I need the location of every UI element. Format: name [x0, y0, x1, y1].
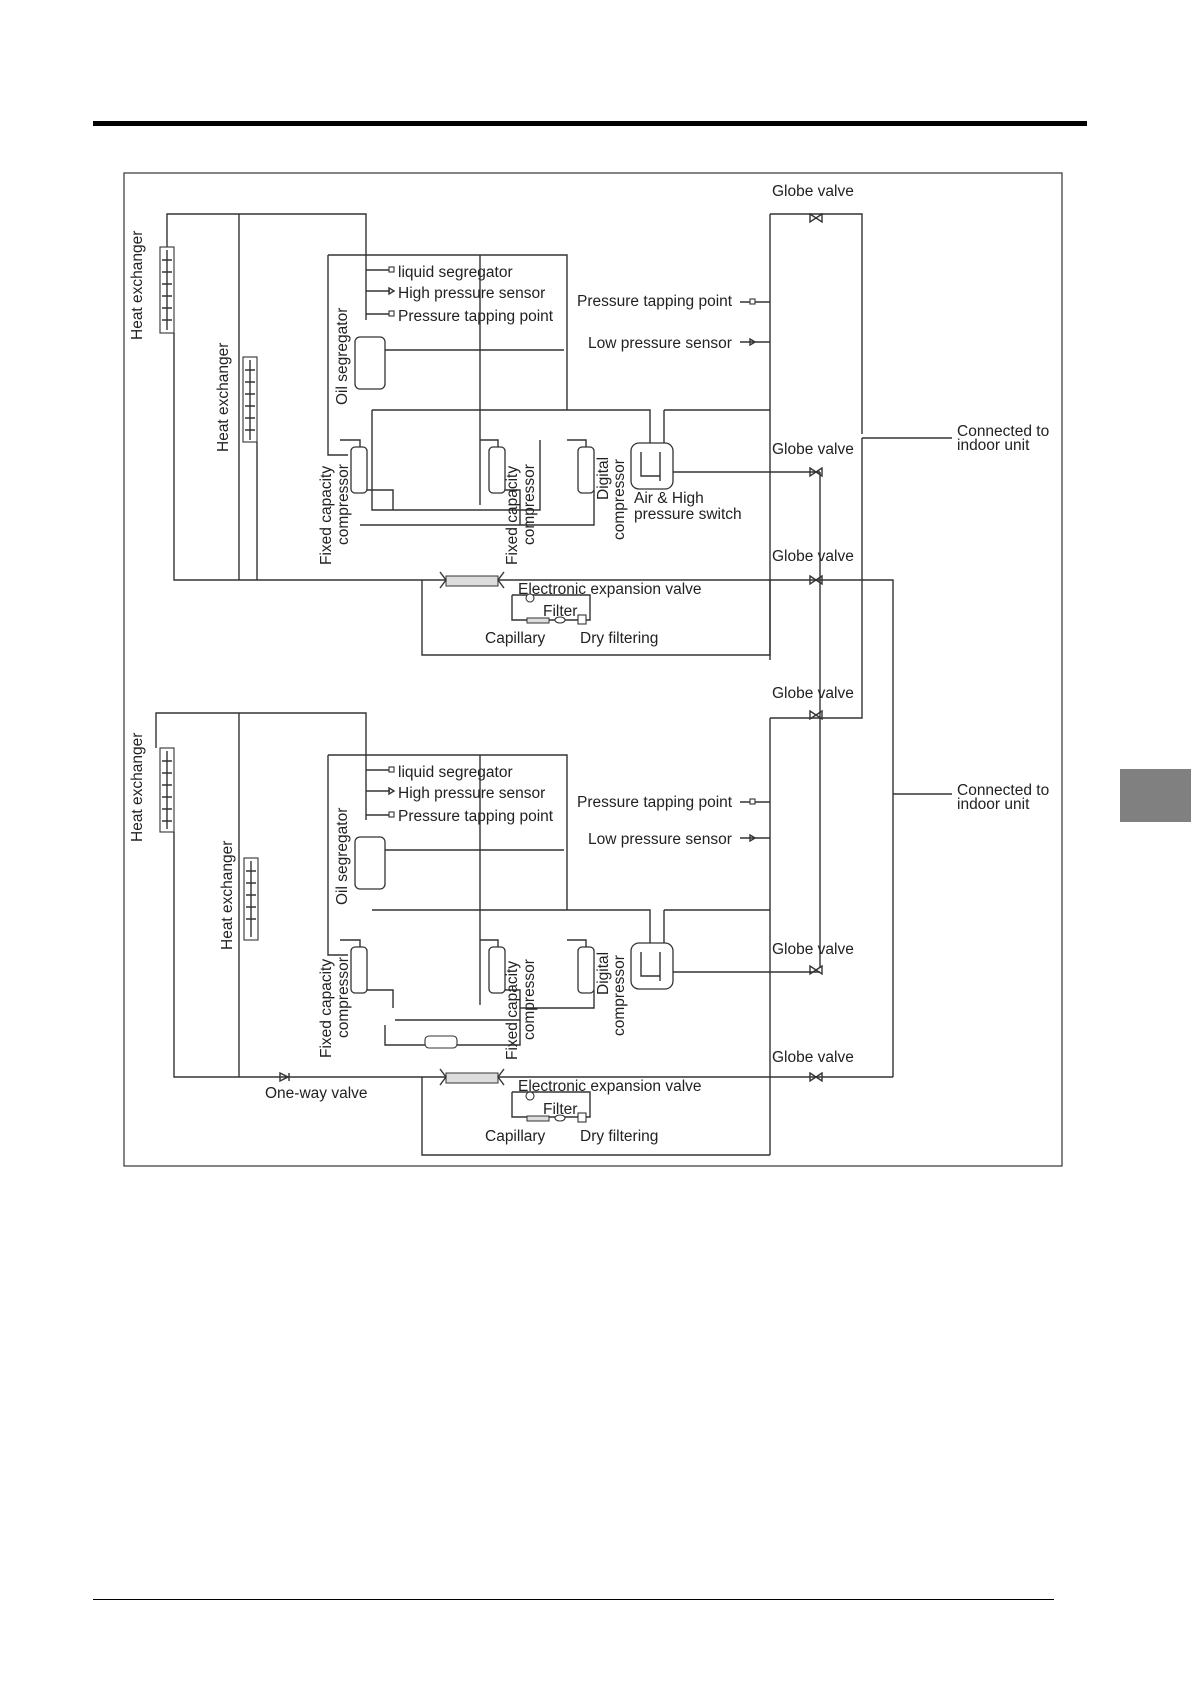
air-high-pressure-switch [630, 942, 674, 990]
air-high-pressure-switch-label: pressure switch [634, 506, 742, 523]
heat-exchanger-coil [159, 246, 175, 334]
heat-exchanger-label: Heat exchanger [129, 231, 146, 340]
fixed-capacity-compressor-label: compressor [335, 464, 352, 545]
globe-valve-label: Globe valve [772, 548, 854, 565]
fixed-capacity-compressor-label: Fixed capacity [318, 959, 335, 1058]
connected-indoor-label: indoor unit [957, 437, 1030, 454]
eev-label: Electronic expansion valve [518, 1078, 702, 1095]
pressure-tapping-point-label: Pressure tapping point [398, 308, 554, 325]
header-rule [93, 121, 1087, 126]
filter-label: Filter [543, 603, 577, 620]
section-tab [1120, 769, 1191, 822]
heat-exchanger-label: Heat exchanger [219, 841, 236, 950]
globe-valve [809, 709, 823, 721]
globe-valve [809, 212, 823, 224]
pressure-tapping-point-label: Pressure tapping point [577, 293, 733, 310]
dry-filtering-label: Dry filtering [580, 630, 658, 647]
capillary-label: Capillary [485, 1128, 546, 1145]
heat-exchanger-coil [243, 857, 259, 941]
fixed-capacity-compressor-label: compressor [521, 464, 538, 545]
oil-segregator [354, 336, 386, 390]
digital-compressor-label: Digital [595, 952, 612, 995]
connected-indoor-label: Connected to [957, 782, 1049, 799]
fixed-capacity-compressor [350, 446, 368, 494]
one-way-valve-label: One-way valve [265, 1085, 368, 1102]
oil-segregator-label: Oil segregator [334, 808, 351, 905]
liquid-segregator-label: liquid segregator [398, 264, 513, 281]
digital-compressor [577, 446, 595, 494]
fixed-capacity-compressor-label: compressor [521, 959, 538, 1040]
electronic-expansion-valve [445, 1072, 499, 1084]
fixed-capacity-compressor-label: Fixed capacity [504, 961, 521, 1060]
fixed-capacity-compressor-label: Fixed capacity [318, 466, 335, 565]
digital-compressor-label: Digital [595, 457, 612, 500]
digital-compressor-label: compressor [611, 459, 628, 540]
low-pressure-sensor-label: Low pressure sensor [588, 335, 732, 352]
globe-valve [809, 466, 823, 478]
globe-valve-label: Globe valve [772, 1049, 854, 1066]
eev-label: Electronic expansion valve [518, 581, 702, 598]
unit-bottom: Heat exchanger Heat exchanger One-way va… [129, 438, 1049, 1156]
oil-segregator-label: Oil segregator [334, 308, 351, 405]
digital-compressor [577, 946, 595, 994]
heat-exchanger-coil [159, 747, 175, 833]
digital-compressor-label: compressor [611, 955, 628, 1036]
pressure-tapping-point-label: Pressure tapping point [577, 794, 733, 811]
globe-valve-label: Globe valve [772, 183, 854, 200]
fixed-capacity-compressor [488, 446, 506, 494]
electronic-expansion-valve [445, 575, 499, 587]
heat-exchanger-coil [242, 356, 258, 443]
pressure-tapping-point-label: Pressure tapping point [398, 808, 554, 825]
fixed-capacity-compressor [488, 946, 506, 994]
globe-valve-label: Globe valve [772, 941, 854, 958]
high-pressure-sensor-label: High pressure sensor [398, 285, 545, 302]
heat-exchanger-label: Heat exchanger [215, 343, 232, 452]
fixed-capacity-compressor-label: compressor [335, 957, 352, 1038]
globe-valve-label: Globe valve [772, 441, 854, 458]
air-high-pressure-switch [630, 442, 674, 490]
globe-valve-label: Globe valve [772, 685, 854, 702]
low-pressure-sensor-label: Low pressure sensor [588, 831, 732, 848]
fixed-capacity-compressor-label: Fixed capacity [504, 466, 521, 565]
dry-filtering-label: Dry filtering [580, 1128, 658, 1145]
liquid-segregator-label: liquid segregator [398, 764, 513, 781]
fixed-capacity-compressor [350, 946, 368, 994]
unit-top: Heat exchanger Heat exchanger liquid seg… [129, 183, 1049, 1077]
filter-label: Filter [543, 1101, 577, 1118]
diagram-frame [123, 172, 1063, 1167]
capillary-label: Capillary [485, 630, 546, 647]
air-high-pressure-switch-label: Air & High [634, 490, 704, 507]
oil-segregator [354, 836, 386, 890]
globe-valve [809, 964, 823, 976]
heat-exchanger-label: Heat exchanger [129, 733, 146, 842]
connected-indoor-label: indoor unit [957, 796, 1030, 813]
high-pressure-sensor-label: High pressure sensor [398, 785, 545, 802]
footer-rule [93, 1599, 1054, 1600]
connected-indoor-label: Connected to [957, 423, 1049, 440]
